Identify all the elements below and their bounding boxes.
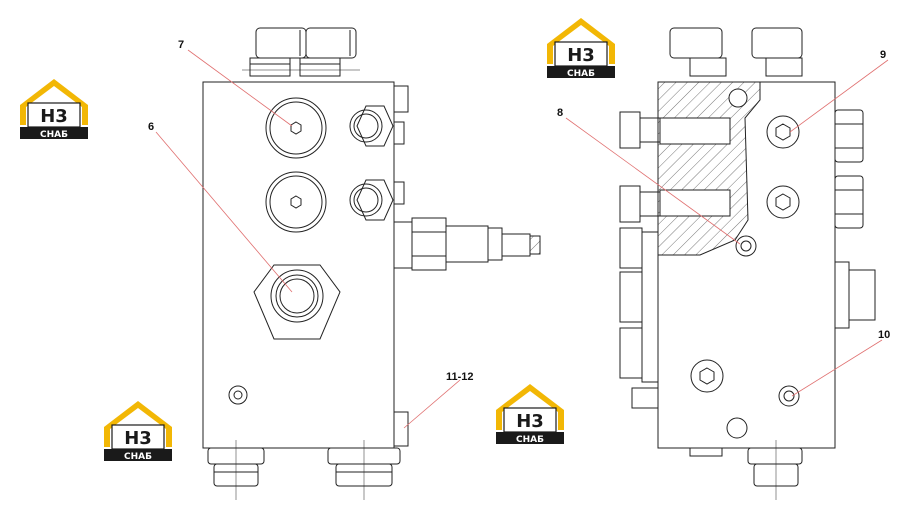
svg-text:СНАБ: СНАБ [567,69,595,79]
logo-watermark-2: H3 СНАБ [546,17,616,79]
callout-11-12: 11-12 [446,371,474,383]
svg-text:СНАБ: СНАБ [40,130,68,140]
logo-watermark-1: H3 СНАБ [19,78,89,140]
callout-labels: 7 6 8 9 10 11-12 [148,39,890,383]
callout-10: 10 [878,329,890,341]
logo-watermark-3: H3 СНАБ [103,400,173,462]
svg-text:СНАБ: СНАБ [516,435,544,445]
left-valve-view [202,27,541,500]
callout-7: 7 [178,39,184,51]
callout-leaders [155,49,889,429]
svg-text:СНАБ: СНАБ [124,452,152,462]
svg-text:H3: H3 [40,106,68,127]
callout-8: 8 [557,107,563,119]
callout-9: 9 [880,49,886,61]
logo-watermark-4: H3 СНАБ [495,383,565,445]
svg-text:H3: H3 [124,428,152,449]
callout-6: 6 [148,121,154,133]
svg-text:H3: H3 [516,411,544,432]
svg-text:H3: H3 [567,45,595,66]
right-valve-view [619,27,876,500]
